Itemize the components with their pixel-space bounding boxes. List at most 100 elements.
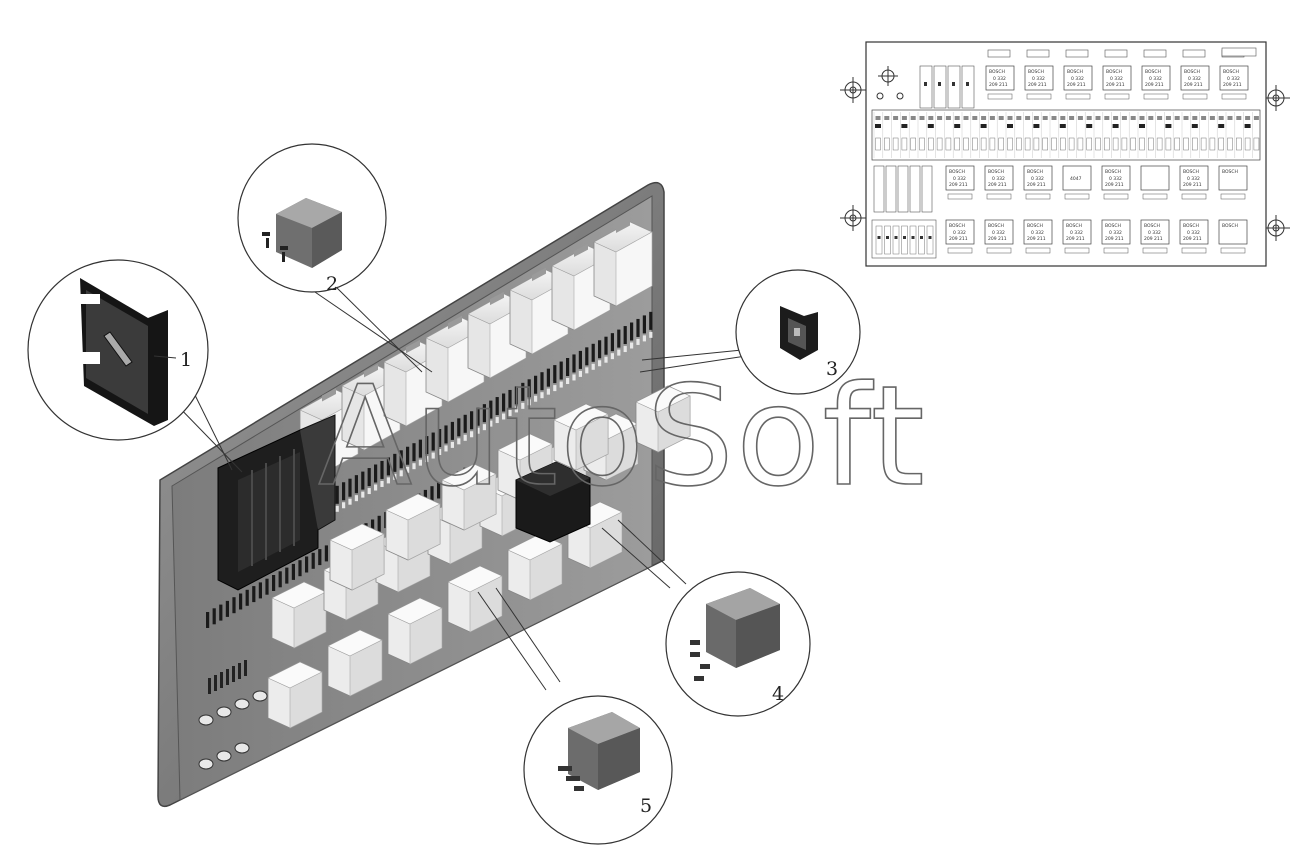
terminal-pin <box>649 311 653 330</box>
terminal-pin <box>610 333 614 352</box>
terminal-pin <box>252 586 256 603</box>
terminal-pin <box>591 343 595 362</box>
terminal-pin <box>642 315 646 334</box>
relay-brand: BOSCH <box>1027 169 1043 175</box>
lower-relay-grid <box>267 385 691 729</box>
relay-code-2: 209 211 <box>1105 182 1124 188</box>
relay-code-2: 209 211 <box>1183 182 1202 188</box>
relay-brand: BOSCH <box>1066 223 1082 229</box>
layout-mid-relay: BOSCH <box>1218 165 1248 200</box>
relay-code-2: 209 211 <box>988 182 1007 188</box>
terminal-cap <box>489 420 493 427</box>
terminal-cap <box>438 449 442 455</box>
relay-brand: BOSCH <box>1027 223 1043 229</box>
terminal-pin <box>324 545 328 562</box>
terminal-cap <box>374 484 378 491</box>
lower-relay <box>329 523 385 591</box>
callout-number-5: 5 <box>640 795 652 817</box>
terminal-cap <box>348 498 352 505</box>
relay-brand: BOSCH <box>1183 169 1199 175</box>
relay-code-1: 0 332 <box>1110 76 1123 82</box>
relay-brand: BOSCH <box>989 69 1005 75</box>
relay-code-2: 209 211 <box>988 236 1007 242</box>
terminal-pin <box>604 336 608 355</box>
terminal-cap <box>431 452 435 459</box>
terminal-cap <box>514 406 518 413</box>
terminal-cap <box>476 427 480 434</box>
relay-brand: BOSCH <box>949 169 965 175</box>
relay-code-1: 0 332 <box>1227 76 1240 82</box>
terminal-cap <box>642 335 646 342</box>
terminal-cap <box>393 473 397 480</box>
terminal-cap <box>354 495 358 502</box>
layout-fuse-row <box>871 109 1261 161</box>
lower-relay <box>267 661 323 729</box>
terminal-pin <box>508 389 512 408</box>
relay-code-1: 0 332 <box>992 230 1005 236</box>
terminal-cap <box>598 360 602 367</box>
terminal-pin <box>444 425 448 444</box>
terminal-cap <box>470 431 474 438</box>
terminal-pin <box>232 597 236 614</box>
terminal-pin <box>335 485 339 504</box>
terminal-pin <box>219 604 223 621</box>
relay-code-1: 0 332 <box>1187 230 1200 236</box>
terminal-pin <box>425 436 429 455</box>
terminal-pin <box>450 421 454 440</box>
relay-code-2: 209 211 <box>949 236 968 242</box>
terminal-pin <box>521 382 525 401</box>
relay-code-1: 0 332 <box>1109 230 1122 236</box>
terminal-pin <box>578 350 582 369</box>
layout-bottom-relay: BOSCH <box>1218 219 1248 254</box>
terminal-pin <box>380 460 384 479</box>
lower-relay <box>441 463 497 531</box>
terminal-pin <box>438 429 442 447</box>
terminal-cap <box>585 367 589 374</box>
watermark: AutoSoft <box>318 356 927 517</box>
relay-brand: BOSCH <box>1106 69 1122 75</box>
terminal-cap <box>540 392 544 399</box>
terminal-pin <box>258 582 262 599</box>
relay-code-1: 0 332 <box>1149 76 1162 82</box>
terminal-pin <box>412 443 416 462</box>
relay-brand: BOSCH <box>949 223 965 229</box>
relay-code-1: 4047 <box>1070 176 1082 182</box>
relay-code-2: 209 211 <box>1066 236 1085 242</box>
terminal-cap <box>457 438 461 445</box>
terminal-pin <box>311 552 315 569</box>
terminal-cap <box>380 480 384 487</box>
relay-code-2: 209 211 <box>1027 236 1046 242</box>
terminal-pin <box>636 318 640 337</box>
lower-relay <box>385 493 441 561</box>
lower-relay <box>553 403 609 471</box>
relay-code-1: 0 332 <box>1109 176 1122 182</box>
terminal-cap <box>444 445 448 452</box>
terminal-cap <box>342 502 346 509</box>
terminal-pin <box>482 404 486 423</box>
terminal-pin <box>585 347 589 366</box>
fuse-relay-board <box>157 181 691 808</box>
terminal-cap <box>578 370 582 377</box>
terminal-pin <box>489 400 493 419</box>
relay-brand: BOSCH <box>1144 223 1160 229</box>
relay-code-2: 209 211 <box>1145 82 1164 88</box>
terminal-cap <box>495 417 499 424</box>
callout-relay-large <box>237 143 387 293</box>
terminal-pin <box>298 560 302 577</box>
terminal-pin <box>495 397 499 416</box>
terminal-pin <box>437 482 441 499</box>
relay-code-1: 0 332 <box>1148 230 1161 236</box>
relay-code-2: 209 211 <box>1027 182 1046 188</box>
relay-code-1: 0 332 <box>992 176 1005 182</box>
relay-brand: BOSCH <box>1028 69 1044 75</box>
callout-number-1: 1 <box>180 349 192 371</box>
